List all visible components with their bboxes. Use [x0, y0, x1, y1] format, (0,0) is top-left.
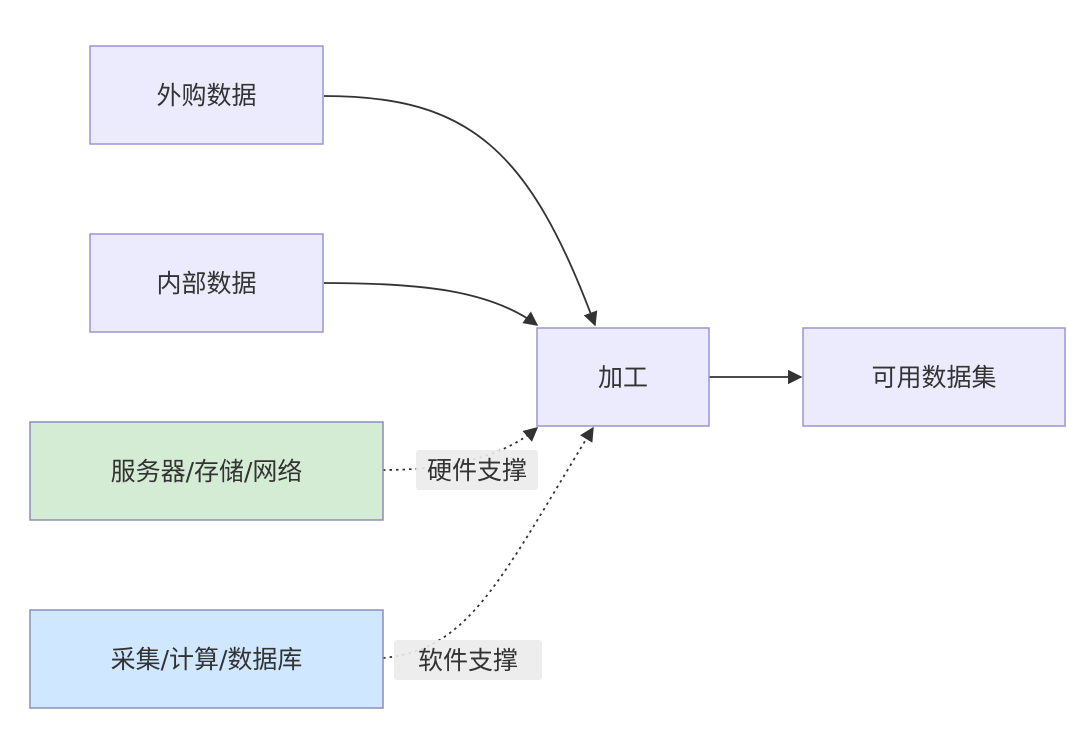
node-hardware-label: 服务器/存储/网络	[111, 457, 303, 486]
node-process: 加工	[536, 327, 710, 427]
node-internal-data-label: 内部数据	[156, 269, 256, 298]
edge-external-to-process	[323, 95, 598, 327]
node-output-dataset: 可用数据集	[802, 327, 1066, 427]
node-process-label: 加工	[598, 363, 648, 392]
edge-label-software: 软件支撑	[394, 640, 542, 680]
edge-internal-to-process	[323, 282, 539, 326]
edge-label-hardware: 硬件支撑	[416, 450, 538, 490]
edge-label-hardware-text: 硬件支撑	[427, 456, 527, 485]
edge-label-software-text: 软件支撑	[418, 646, 518, 675]
node-hardware: 服务器/存储/网络	[29, 421, 384, 521]
node-output-dataset-label: 可用数据集	[871, 363, 996, 392]
node-internal-data: 内部数据	[89, 233, 324, 333]
node-external-data-label: 外购数据	[156, 81, 256, 110]
node-software-label: 采集/计算/数据库	[111, 645, 303, 674]
node-external-data: 外购数据	[89, 45, 324, 145]
node-software: 采集/计算/数据库	[29, 609, 384, 709]
